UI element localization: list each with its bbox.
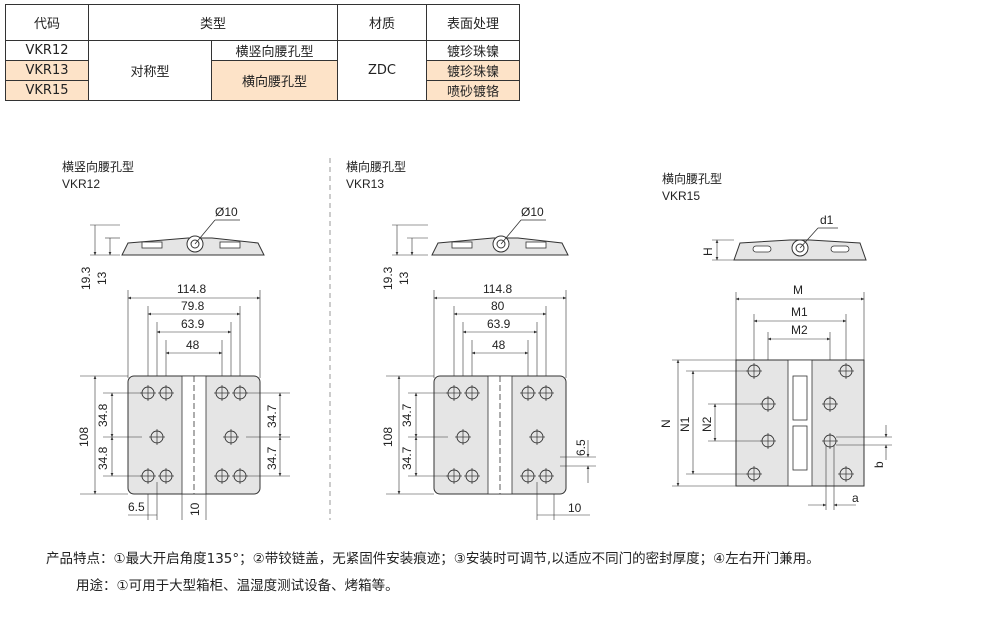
row-code: VKR13 — [5, 60, 89, 81]
dim-h-body: 13 — [95, 271, 109, 285]
dim-diameter: Ø10 — [521, 205, 544, 219]
drawing-title: 横向腰孔型 — [346, 159, 406, 174]
row-finish: 镀珍珠镍 — [426, 60, 520, 81]
drawing-vkr12: 横竖向腰孔型 VKR12 Ø10 19.3 13 — [62, 159, 290, 520]
dim-bottom-b: 10 — [188, 502, 202, 516]
row-code: VKR15 — [5, 80, 89, 101]
header-code: 代码 — [5, 4, 89, 41]
dim-m1: M1 — [791, 305, 808, 319]
dim-diameter: d1 — [820, 213, 834, 227]
header-finish: 表面处理 — [426, 4, 520, 41]
row-finish: 喷砂镀铬 — [426, 80, 520, 101]
row-finish: 镀珍珠镍 — [426, 40, 520, 61]
dim-left-a: 34.7 — [400, 403, 414, 427]
dim-w2: 80 — [491, 299, 505, 313]
drawing-title: 横向腰孔型 — [662, 171, 722, 186]
drawing-title: 横竖向腰孔型 — [62, 159, 134, 174]
dim-h-body: 13 — [397, 271, 411, 285]
dim-w1: 114.8 — [177, 282, 206, 296]
row-code: VKR12 — [5, 40, 89, 61]
dim-w3: 63.9 — [181, 317, 205, 331]
features-text: 产品特点：①最大开启角度135°；②带铰链盖，无紧固件安装痕迹；③安装时可调节,… — [46, 551, 820, 567]
dim-bottom-a: 6.5 — [128, 500, 145, 514]
dim-h: H — [701, 247, 715, 256]
dim-w4: 48 — [492, 338, 506, 352]
dim-w1: 114.8 — [483, 282, 512, 296]
dim-m: M — [793, 283, 803, 297]
material-cell: ZDC — [337, 40, 427, 101]
row-subtype: 横向腰孔型 — [211, 60, 338, 101]
dim-a: a — [852, 491, 859, 505]
dim-right-a: 6.5 — [574, 439, 588, 456]
dim-n2: N2 — [700, 416, 714, 432]
dim-bottom-b: 10 — [568, 501, 582, 515]
dim-right-b: 34.7 — [265, 446, 279, 470]
dim-w2: 79.8 — [181, 299, 205, 313]
dim-left-a: 34.8 — [96, 403, 110, 427]
drawing-vkr15: 横向腰孔型 VKR15 d1 H M M1 M2 — [659, 171, 892, 510]
drawing-code: VKR13 — [346, 177, 384, 191]
drawings-canvas: 横竖向腰孔型 VKR12 Ø10 19.3 13 — [62, 158, 892, 520]
drawing-code: VKR15 — [662, 189, 700, 203]
dim-right-a: 34.7 — [265, 404, 279, 428]
dim-w3: 63.9 — [487, 317, 511, 331]
dim-b: b — [872, 461, 886, 468]
dim-m2: M2 — [791, 323, 808, 337]
drawing-code: VKR12 — [62, 177, 100, 191]
spec-table: 代码 类型 材质 表面处理 VKR12 对称型 横竖向腰孔型 ZDC 镀珍珠镍 … — [5, 4, 520, 101]
dim-diameter: Ø10 — [215, 205, 238, 219]
dim-height: 108 — [77, 427, 91, 447]
usage-text: 用途：①可用于大型箱柜、温湿度测试设备、烤箱等。 — [76, 578, 399, 594]
type-group: 对称型 — [88, 40, 212, 101]
dim-n: N — [659, 419, 673, 428]
dim-left-b: 34.7 — [400, 446, 414, 470]
dim-left-b: 34.8 — [96, 446, 110, 470]
dim-height: 108 — [381, 427, 395, 447]
drawing-vkr13: 横向腰孔型 VKR13 Ø10 19.3 13 — [346, 159, 596, 520]
dim-h-total: 19.3 — [381, 266, 395, 290]
dim-w4: 48 — [186, 338, 200, 352]
dim-n1: N1 — [678, 416, 692, 432]
dim-h-total: 19.3 — [79, 266, 93, 290]
